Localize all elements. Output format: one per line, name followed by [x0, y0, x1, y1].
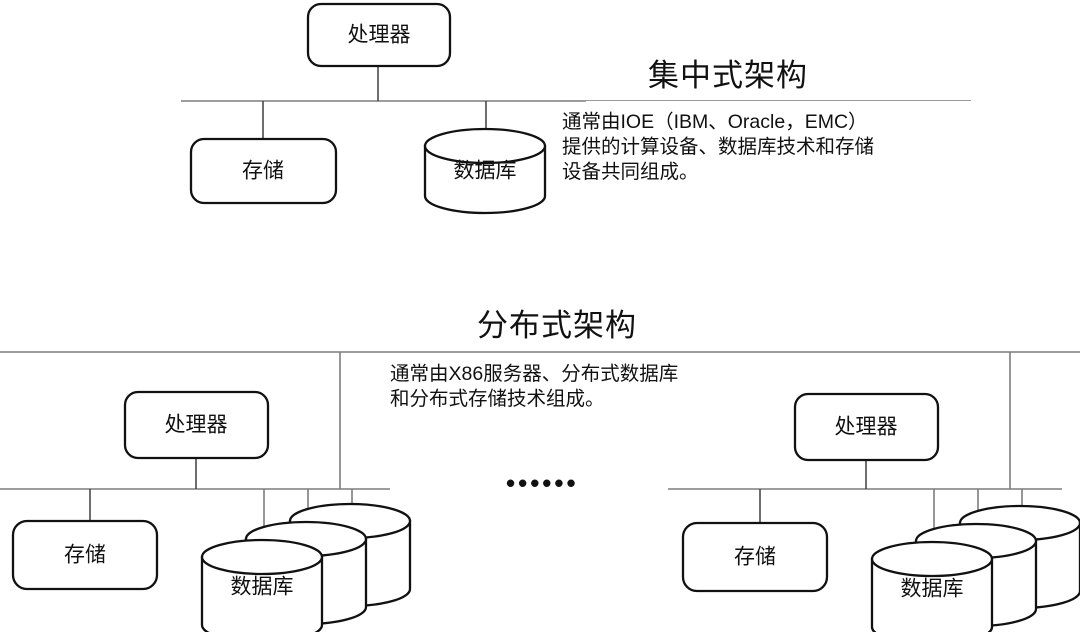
right-cluster-processor-label: 处理器	[835, 416, 898, 439]
right-cluster-database-1-top	[870, 540, 994, 578]
left-cluster-storage-node[interactable]: 存储	[11, 519, 159, 591]
centralized-database-node[interactable]: 数据库	[423, 127, 547, 215]
centralized-database-label: 数据库	[454, 160, 517, 183]
right-cluster-storage-label: 存储	[734, 546, 776, 569]
centralized-title: 集中式架构	[648, 58, 808, 93]
centralized-database-top	[423, 127, 547, 165]
distributed-left-cluster: 处理器 存储 数据库	[0, 352, 412, 632]
left-cluster-database-stack[interactable]: 数据库	[200, 502, 412, 632]
right-cluster-database-stack[interactable]: 数据库	[870, 504, 1080, 632]
centralized-processor-label: 处理器	[348, 24, 411, 47]
centralized-database-body	[423, 144, 547, 215]
left-cluster-storage-shape	[11, 519, 159, 591]
right-cluster-storage-node[interactable]: 存储	[681, 521, 829, 593]
centralized-storage-label: 存储	[242, 160, 284, 183]
centralized-architecture-group: 处理器 存储 数据库	[181, 2, 586, 215]
distributed-right-cluster: 处理器 存储 数据库	[668, 352, 1080, 632]
centralized-storage-shape	[189, 137, 338, 205]
left-cluster-processor-label: 处理器	[165, 414, 228, 437]
left-cluster-storage-label: 存储	[64, 544, 106, 567]
distributed-title: 分布式架构	[477, 308, 637, 343]
right-cluster-database-label: 数据库	[901, 578, 964, 601]
distributed-description: 通常由X86服务器、分布式数据库 和分布式存储技术组成。	[390, 363, 679, 410]
centralized-description: 通常由IOE（IBM、Oracle，EMC） 提供的计算设备、数据库技术和存储 …	[562, 111, 875, 183]
left-cluster-database-1-top	[200, 538, 324, 576]
centralized-title-rule	[561, 100, 971, 101]
left-cluster-processor-node[interactable]: 处理器	[123, 390, 270, 460]
right-cluster-processor-shape	[793, 392, 940, 462]
left-cluster-database-label: 数据库	[231, 576, 294, 599]
centralized-storage-node[interactable]: 存储	[189, 137, 338, 205]
right-cluster-processor-node[interactable]: 处理器	[793, 392, 940, 462]
centralized-processor-shape	[306, 2, 452, 68]
cluster-ellipsis: ••••••	[506, 468, 579, 498]
right-cluster-storage-shape	[681, 521, 829, 593]
distributed-architecture-group: 处理器 存储 数据库	[0, 351, 1080, 632]
left-cluster-processor-shape	[123, 390, 270, 460]
centralized-processor-node[interactable]: 处理器	[306, 2, 452, 68]
